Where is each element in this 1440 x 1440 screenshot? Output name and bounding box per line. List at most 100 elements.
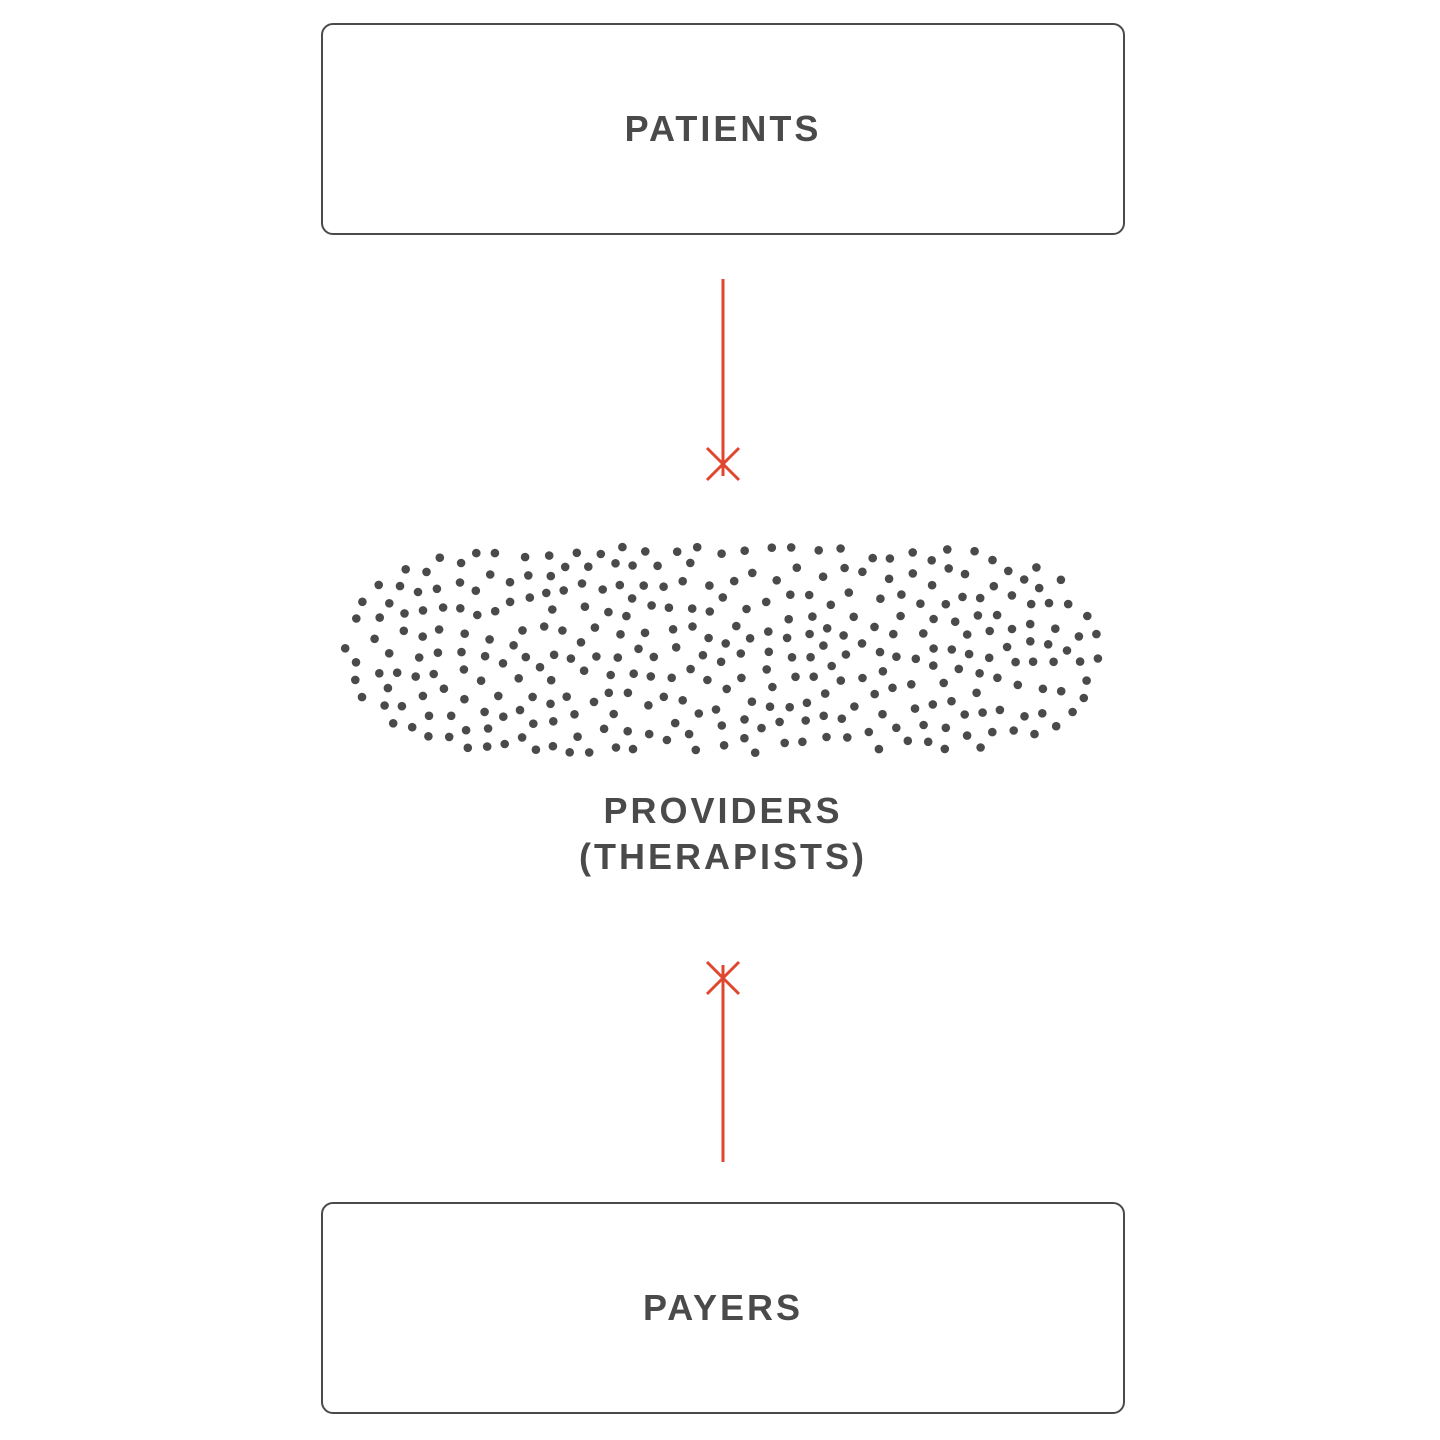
provider-dot <box>664 603 674 612</box>
provider-dot <box>993 673 1002 683</box>
provider-dot <box>1038 684 1048 694</box>
provider-dot <box>374 580 384 590</box>
provider-dot <box>498 659 508 668</box>
provider-dot <box>546 675 556 685</box>
provider-dot <box>826 600 836 610</box>
provider-dot <box>385 599 394 608</box>
provider-dot <box>615 580 625 590</box>
provider-dot <box>844 588 854 597</box>
provider-dot <box>1034 583 1044 593</box>
provider-dot <box>375 669 384 678</box>
provider-dot <box>908 569 918 578</box>
provider-dot <box>929 661 938 670</box>
provider-dot <box>1068 707 1077 717</box>
provider-dot <box>1093 654 1103 663</box>
provider-dot <box>1020 712 1029 721</box>
provider-dot <box>750 748 760 757</box>
provider-dot <box>705 581 714 590</box>
provider-dot <box>896 611 905 621</box>
provider-dot <box>1025 619 1035 629</box>
provider-dot <box>1007 624 1017 634</box>
provider-dot <box>1011 657 1020 667</box>
provider-dot <box>732 621 741 631</box>
provider-dot <box>667 673 676 683</box>
provider-dot <box>787 653 797 662</box>
provider-dot <box>960 710 969 719</box>
provider-dot <box>837 714 847 723</box>
provider-dot <box>858 673 867 683</box>
provider-dot <box>975 593 985 603</box>
provider-dot <box>573 732 582 741</box>
provider-dot <box>634 644 643 654</box>
provider-dot <box>411 672 421 681</box>
provider-dot <box>1082 676 1091 685</box>
provider-dot <box>989 581 999 591</box>
provider-dot <box>892 652 901 661</box>
provider-dot <box>435 553 445 562</box>
provider-dot <box>704 633 713 643</box>
provider-dot <box>542 588 551 598</box>
provider-dot <box>874 744 884 754</box>
provider-dot <box>740 733 749 743</box>
provider-dot <box>885 554 895 563</box>
provider-dot <box>678 576 687 586</box>
provider-dot <box>397 701 407 711</box>
provider-dot <box>698 650 708 660</box>
provider-dot <box>560 562 570 572</box>
provider-dot <box>1004 566 1013 576</box>
provider-dot <box>960 569 970 579</box>
provider-dot <box>939 678 948 688</box>
provider-dot <box>840 563 849 573</box>
provider-dot <box>916 599 925 608</box>
provider-dot <box>429 669 439 679</box>
provider-dot <box>457 647 466 657</box>
provider-dot <box>628 744 638 754</box>
provider-dot <box>678 696 687 705</box>
provider-dot <box>786 543 796 552</box>
provider-dot <box>764 647 774 657</box>
provider-dot <box>850 702 859 711</box>
provider-dot <box>767 543 777 552</box>
provider-dot <box>525 593 535 602</box>
provider-dot <box>576 638 586 647</box>
provider-dot <box>627 594 637 603</box>
provider-dot <box>351 675 360 685</box>
provider-dot <box>640 628 650 638</box>
provider-dot <box>407 722 417 732</box>
provider-dot <box>836 676 846 685</box>
provider-dot <box>919 720 928 730</box>
provider-dot <box>439 684 449 693</box>
patients-label: PATIENTS <box>624 108 822 149</box>
provider-dot <box>806 652 815 662</box>
provider-dot <box>911 654 921 664</box>
provider-dot <box>814 546 823 555</box>
provider-dot <box>822 624 832 633</box>
provider-dot <box>745 634 755 643</box>
provider-dot <box>870 622 879 632</box>
provider-dot <box>943 545 952 554</box>
provider-dot <box>954 664 964 674</box>
provider-dot <box>668 625 678 634</box>
provider-dot <box>380 701 389 710</box>
provider-dot <box>418 606 428 615</box>
provider-dot <box>1030 729 1039 739</box>
provider-dot <box>401 565 411 574</box>
provider-dot <box>473 610 482 620</box>
provider-dot <box>688 622 697 631</box>
provider-dot <box>628 561 637 570</box>
provider-dot <box>719 741 729 750</box>
provider-dot <box>737 673 746 683</box>
provider-dot <box>649 652 659 662</box>
provider-dot <box>646 672 656 681</box>
provider-dot <box>819 641 828 650</box>
provider-dot <box>424 732 433 741</box>
provider-dot <box>1049 657 1058 667</box>
provider-dot <box>370 634 379 644</box>
provider-dot <box>1044 598 1054 608</box>
provider-dot <box>765 702 775 711</box>
provider-dot <box>584 748 594 757</box>
provider-dot <box>529 719 538 728</box>
provider-dot <box>1019 575 1029 584</box>
provider-dot <box>888 683 897 693</box>
provider-dot <box>947 645 957 654</box>
